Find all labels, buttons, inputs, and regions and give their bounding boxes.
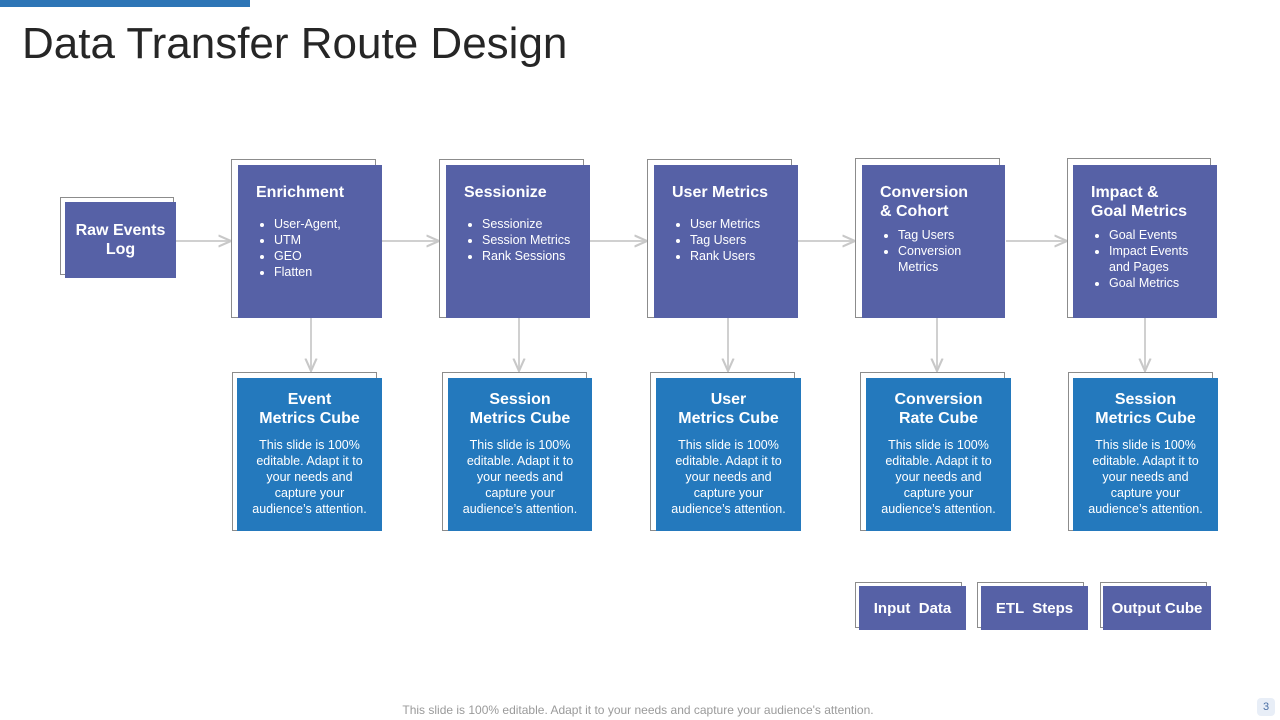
cube-heading: Conversion Rate Cube — [894, 391, 983, 427]
list-item: Sessionize — [482, 216, 578, 232]
cube-heading: Session Metrics Cube — [1095, 391, 1196, 427]
cube-description: This slide is 100% editable. Adapt it to… — [671, 438, 786, 516]
step-heading: Conversion & Cohort — [880, 184, 969, 220]
raw-events-log-label: Raw Events Log — [65, 202, 176, 278]
page-number: 3 — [1257, 698, 1275, 716]
list-item: UTM — [274, 232, 370, 248]
step-heading: Impact & Goal Metrics — [1091, 184, 1188, 220]
list-item: Rank Users — [690, 248, 786, 264]
list-item: Goal Metrics — [1109, 275, 1205, 291]
cube-heading: Event Metrics Cube — [259, 391, 360, 427]
legend-label: ETL Steps — [981, 586, 1088, 630]
step-heading: User Metrics — [672, 184, 769, 201]
cube-description: This slide is 100% editable. Adapt it to… — [881, 438, 996, 516]
list-item: User Metrics — [690, 216, 786, 232]
step-heading: Sessionize — [464, 184, 547, 201]
list-item: User-Agent, — [274, 216, 370, 232]
list-item: Flatten — [274, 264, 370, 280]
list-item: GEO — [274, 248, 370, 264]
cube-description: This slide is 100% editable. Adapt it to… — [1088, 438, 1203, 516]
list-item: Conversion Metrics — [898, 243, 993, 275]
step-items: Sessionize Session Metrics Rank Sessions — [464, 216, 578, 264]
list-item: Goal Events — [1109, 227, 1205, 243]
list-item: Rank Sessions — [482, 248, 578, 264]
cube-description: This slide is 100% editable. Adapt it to… — [252, 438, 367, 516]
step-heading: Enrichment — [256, 184, 345, 201]
top-accent-bar — [0, 0, 250, 7]
step-items: Tag Users Conversion Metrics — [880, 227, 993, 275]
list-item: Impact Events and Pages — [1109, 243, 1205, 275]
step-items: User Metrics Tag Users Rank Users — [672, 216, 786, 264]
list-item: Tag Users — [690, 232, 786, 248]
step-items: Goal Events Impact Events and Pages Goal… — [1091, 227, 1205, 291]
list-item: Session Metrics — [482, 232, 578, 248]
footer-note: This slide is 100% editable. Adapt it to… — [402, 703, 874, 717]
cube-heading: User Metrics Cube — [678, 391, 779, 427]
step-items: User-Agent, UTM GEO Flatten — [256, 216, 370, 280]
list-item: Tag Users — [898, 227, 993, 243]
cube-description: This slide is 100% editable. Adapt it to… — [462, 438, 578, 516]
legend-label: Output Cube — [1103, 586, 1211, 630]
cube-heading: Session Metrics Cube — [469, 391, 571, 427]
legend-label: Input Data — [859, 586, 966, 630]
page-title: Data Transfer Route Design — [22, 19, 568, 68]
